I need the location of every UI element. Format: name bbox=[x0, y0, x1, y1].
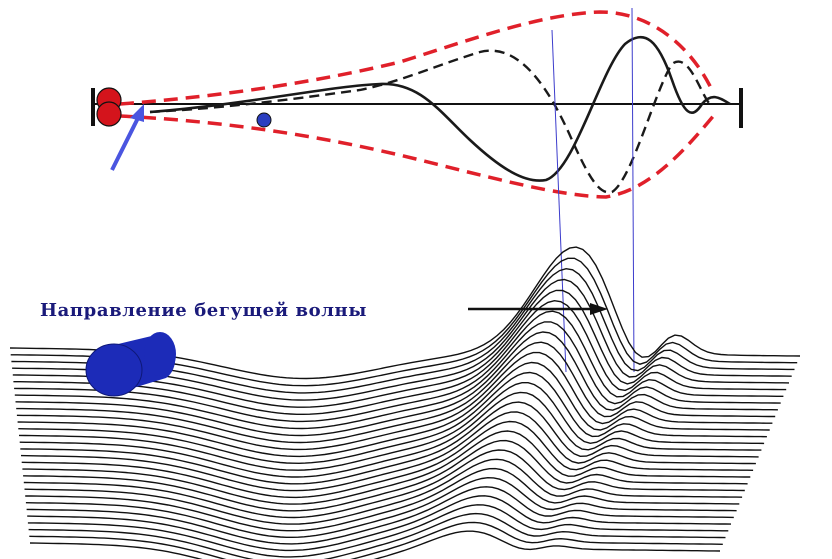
envelope-upper bbox=[119, 10, 714, 106]
marker-line-right bbox=[631, 7, 635, 373]
mesh-line bbox=[19, 391, 762, 478]
stapes-icon bbox=[96, 87, 122, 127]
mesh-line bbox=[18, 382, 765, 471]
mesh-line bbox=[20, 411, 756, 492]
pointer-arrow-icon bbox=[110, 104, 144, 171]
mesh-line bbox=[23, 439, 748, 512]
mesh-line bbox=[20, 401, 759, 485]
round-window-icon bbox=[256, 112, 272, 128]
mesh-line bbox=[24, 458, 743, 525]
mesh-line bbox=[16, 351, 773, 451]
mesh-line bbox=[14, 321, 781, 430]
mesh-line bbox=[16, 341, 776, 444]
mesh-line bbox=[25, 476, 737, 538]
mesh-line bbox=[29, 521, 723, 559]
wave-snapshot-dashed bbox=[149, 49, 713, 194]
mesh-line bbox=[23, 449, 745, 519]
mesh-line bbox=[25, 467, 740, 532]
mesh-line bbox=[22, 430, 751, 505]
marker-line-left bbox=[551, 29, 567, 373]
wave-surface-mesh bbox=[9, 246, 801, 559]
envelope-lower bbox=[119, 112, 717, 199]
mesh-line bbox=[15, 331, 778, 437]
mesh-line bbox=[27, 504, 729, 558]
mesh-line bbox=[28, 512, 726, 559]
mesh-line bbox=[27, 495, 732, 552]
mesh-line bbox=[29, 530, 721, 559]
mesh-line bbox=[26, 486, 734, 545]
mesh-line bbox=[14, 310, 784, 423]
mesh-line bbox=[13, 299, 787, 415]
mesh-line bbox=[17, 361, 770, 458]
mesh-line bbox=[21, 420, 754, 499]
direction-caption: Направление бегущей волны bbox=[40, 300, 367, 321]
wave-snapshot-solid bbox=[149, 35, 731, 182]
wave-envelope-panel bbox=[91, 10, 743, 199]
cylinder-icon bbox=[85, 332, 176, 397]
mesh-line bbox=[18, 371, 767, 465]
